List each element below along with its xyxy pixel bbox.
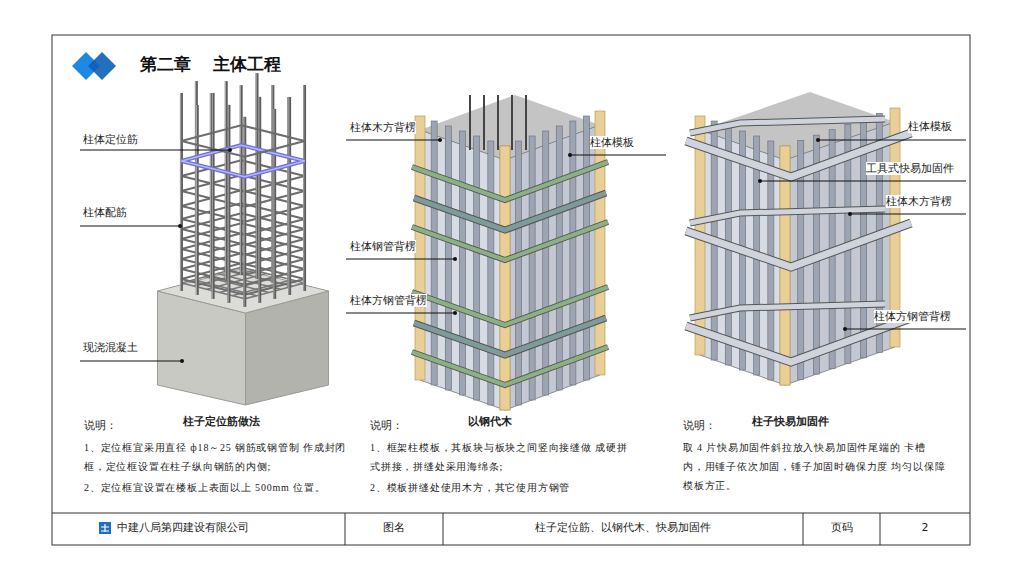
leader-dot [453, 311, 457, 315]
note-heading: 说明： [84, 419, 117, 432]
callout-label: 柱体配筋 [83, 206, 127, 219]
section-title: 柱子快易加固件 [752, 415, 829, 428]
leader-dot [568, 153, 572, 157]
footer-cell: 2 [922, 521, 929, 534]
leader-dot [848, 212, 852, 216]
leader-line [760, 181, 966, 182]
footer-divider [803, 513, 804, 545]
leader-line [80, 150, 230, 151]
footer-cell: 柱子定位筋、以钢代木、快易加固件 [535, 521, 711, 534]
leader-line [80, 361, 182, 362]
footer-divider [880, 513, 881, 545]
callout-label: 柱体模板 [908, 120, 952, 133]
note-text: 1、框架柱模板，其板块与板块之间竖向接缝做 成硬拼式拼接，拼缝处采用海绵条; [370, 438, 634, 476]
note-text: 2、定位框宜设置在楼板上表面以上 500mm 位置。 [84, 478, 356, 497]
page-border [52, 35, 970, 545]
callout-label: 柱体木方背楞 [886, 195, 952, 208]
leader-dot [178, 224, 182, 228]
leader-dot [180, 359, 184, 363]
company-icon [99, 522, 111, 534]
footer-cell: 页码 [831, 521, 853, 534]
rebar-hint [483, 95, 485, 150]
leader-dot [228, 148, 232, 152]
leader-line [850, 214, 966, 215]
footer-cell: 图名 [383, 521, 405, 534]
callout-label: 现浇混凝土 [83, 341, 138, 354]
note-text: 取 4 片快易加固件斜拉放入快易加固件尾端的 卡槽内，用锤子依次加固，锤子加固时… [683, 438, 947, 495]
note-text: 2、模板拼缝处使用木方，其它使用方钢管 [370, 478, 634, 497]
page-title: 第二章 主体工程 [140, 54, 281, 74]
formwork-illustration [412, 95, 608, 410]
leader-dot [438, 138, 442, 142]
leader-line [570, 155, 666, 156]
section-title: 柱子定位筋做法 [183, 415, 260, 428]
footer-divider [443, 513, 444, 545]
footer-divider [345, 513, 346, 545]
note-heading: 说明： [370, 419, 403, 432]
rebar-hint [511, 95, 513, 150]
rebar-hint [525, 95, 527, 150]
callout-label: 柱体钢管背楞 [350, 240, 416, 253]
logo [88, 52, 116, 80]
callout-label: 柱体定位筋 [83, 133, 138, 146]
leader-dot [843, 327, 847, 331]
note-text: 1、定位框宜采用直径 ф18～25 钢筋或钢管制 作成封闭框，定位框设置在柱子纵… [84, 438, 356, 476]
leader-dot [758, 179, 762, 183]
section-title: 以钢代木 [468, 415, 512, 428]
footer-rule [52, 513, 970, 514]
leader-line [80, 226, 180, 227]
callout-label: 柱体模板 [590, 136, 634, 149]
rebar-illustration [158, 73, 329, 405]
leader-dot [816, 138, 820, 142]
callout-label: 柱体木方背楞 [350, 121, 416, 134]
leader-line [346, 140, 440, 141]
footer-cell: 中建八局第四建设有限公司 [117, 521, 249, 534]
rebar-hint [469, 95, 471, 150]
note-heading: 说明： [683, 419, 716, 432]
callout-label: 柱体方钢管背楞 [350, 294, 427, 307]
company-icon [101, 524, 109, 532]
leader-line [346, 313, 455, 314]
clamp-illustration [686, 92, 911, 385]
rebar-hint [497, 95, 499, 150]
callout-label: 柱体方钢管背楞 [874, 310, 951, 323]
leader-line [346, 259, 455, 260]
leader-line [818, 140, 966, 141]
callout-label: 工具式快易加固件 [866, 162, 954, 175]
leader-dot [453, 257, 457, 261]
leader-line [845, 329, 966, 330]
